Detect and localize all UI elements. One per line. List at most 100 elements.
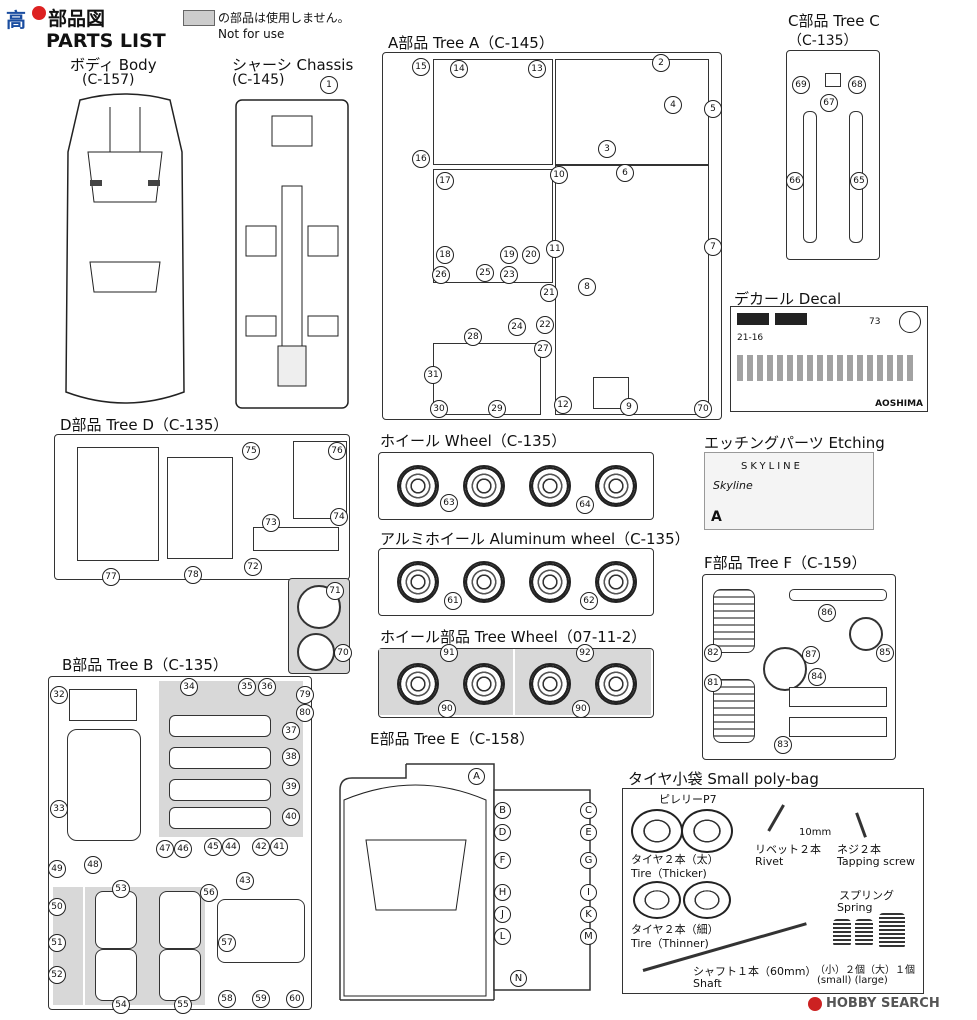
part-number: 52 [48,966,66,984]
part-number: 86 [818,604,836,622]
tire-thin-icon [633,881,681,919]
page-title: PARTS LIST [46,30,166,52]
part-number: 12 [554,396,572,414]
part-number: 66 [786,172,804,190]
part-number: 80 [296,704,314,722]
rivet-size: 10mm [799,827,832,838]
part-number: 73 [262,514,280,532]
part-number: 55 [174,996,192,1014]
watermark: HOBBY SEARCH [808,996,940,1011]
part-number: 2 [652,54,670,72]
tree-wheel-label: ホイール部品 Tree Wheel（07-11-2） [380,628,647,646]
part-number: 14 [450,60,468,78]
polybag-box: ピレリーP7 タイヤ２本（太） Tire（Thicker) タイヤ２本（細） T… [622,788,924,994]
alu-wheel-runner [378,548,654,616]
part-number: 92 [576,644,594,662]
tree-d-runner [54,434,350,580]
part-number: 61 [444,592,462,610]
part-number: 3 [598,140,616,158]
screw-jp: ネジ２本 [837,843,881,856]
part-number: 81 [704,674,722,692]
part-number: 53 [112,880,130,898]
tire-thick-en: Tire（Thicker) [631,867,707,880]
etching-brand: A [711,509,722,525]
part-number: 22 [536,316,554,334]
part-number: 69 [792,76,810,94]
chassis-part [232,96,352,412]
part-number: 79 [296,686,314,704]
part-number: 82 [704,644,722,662]
part-number: 30 [430,400,448,418]
tree-e-letter: L [494,928,511,945]
not-for-use-swatch [183,10,215,26]
tree-e-letter: J [494,906,511,923]
part-number: 38 [282,748,300,766]
part-number: 24 [508,318,526,336]
tire-thick-icon [681,809,733,853]
part-number: 26 [432,266,450,284]
tree-e-letter: F [494,852,511,869]
part-number: 68 [848,76,866,94]
tree-b-label: B部品 Tree B（C-135） [62,656,228,674]
tree-e-letter: B [494,802,511,819]
spring-jp: スプリング [839,889,894,902]
legend-jp: の部品は使用しません。 [218,11,350,25]
tree-e-letter: G [580,852,597,869]
part-number: 65 [850,172,868,190]
part-number: 10 [550,166,568,184]
tire-thin-jp: タイヤ２本（細） [631,923,719,936]
part-number: 31 [424,366,442,384]
chassis-code: (C-145) [232,72,285,88]
tree-e-letter: I [580,884,597,901]
part-number: 90 [438,700,456,718]
tree-e-letter: C [580,802,597,819]
part-number: 84 [808,668,826,686]
part-number: 45 [204,838,222,856]
rivet-en: Rivet [755,855,784,868]
tire-thick-jp: タイヤ２本（太） [631,853,719,866]
part-number: 29 [488,400,506,418]
part-number: 15 [412,58,430,76]
part-number: 27 [534,340,552,358]
part-number: 17 [436,172,454,190]
watermark-icon [808,996,822,1011]
part-number: 75 [242,442,260,460]
etching-label: エッチングパーツ Etching [704,434,885,452]
wheel-label: ホイール Wheel（C-135） [380,432,567,450]
part-number: 56 [200,884,218,902]
part-number: 40 [282,808,300,826]
part-number: 87 [802,646,820,664]
spring-icon [855,919,873,947]
decal-label: デカール Decal [734,290,842,308]
tire-thin-en: Tire（Thinner) [631,937,709,950]
screw-en: Tapping screw [837,855,915,868]
part-number: 58 [218,990,236,1008]
part-number: 62 [580,592,598,610]
spring-en: Spring [837,901,873,914]
part-number: 41 [270,838,288,856]
part-number: 76 [328,442,346,460]
part-number: 7 [704,238,722,256]
spring-qty: （小）２個（大）１個 [815,965,915,976]
body-label: ボディ Body [70,56,157,74]
part-number: 33 [50,800,68,818]
part-number: 57 [218,934,236,952]
part-number: 71 [326,582,344,600]
part-number: 63 [440,494,458,512]
pirelli-label: ピレリーP7 [659,793,717,806]
part-number: 43 [236,872,254,890]
part-number: 49 [48,860,66,878]
etching-text-skyline: SKYLINE [741,461,803,472]
screw-icon [855,806,884,838]
tree-e-label: E部品 Tree E（C-158） [370,730,535,748]
part-number: 16 [412,150,430,168]
alu-wheel-label: アルミホイール Aluminum wheel（C-135） [380,530,690,548]
part-number: 64 [576,496,594,514]
part-number: 39 [282,778,300,796]
part-number: 72 [244,558,262,576]
part-number: 54 [112,996,130,1014]
part-number: 78 [184,566,202,584]
polybag-label: タイヤ小袋 Small poly-bag [628,770,819,788]
tree-f-label: F部品 Tree F（C-159） [704,554,867,572]
part-number: 23 [500,266,518,284]
